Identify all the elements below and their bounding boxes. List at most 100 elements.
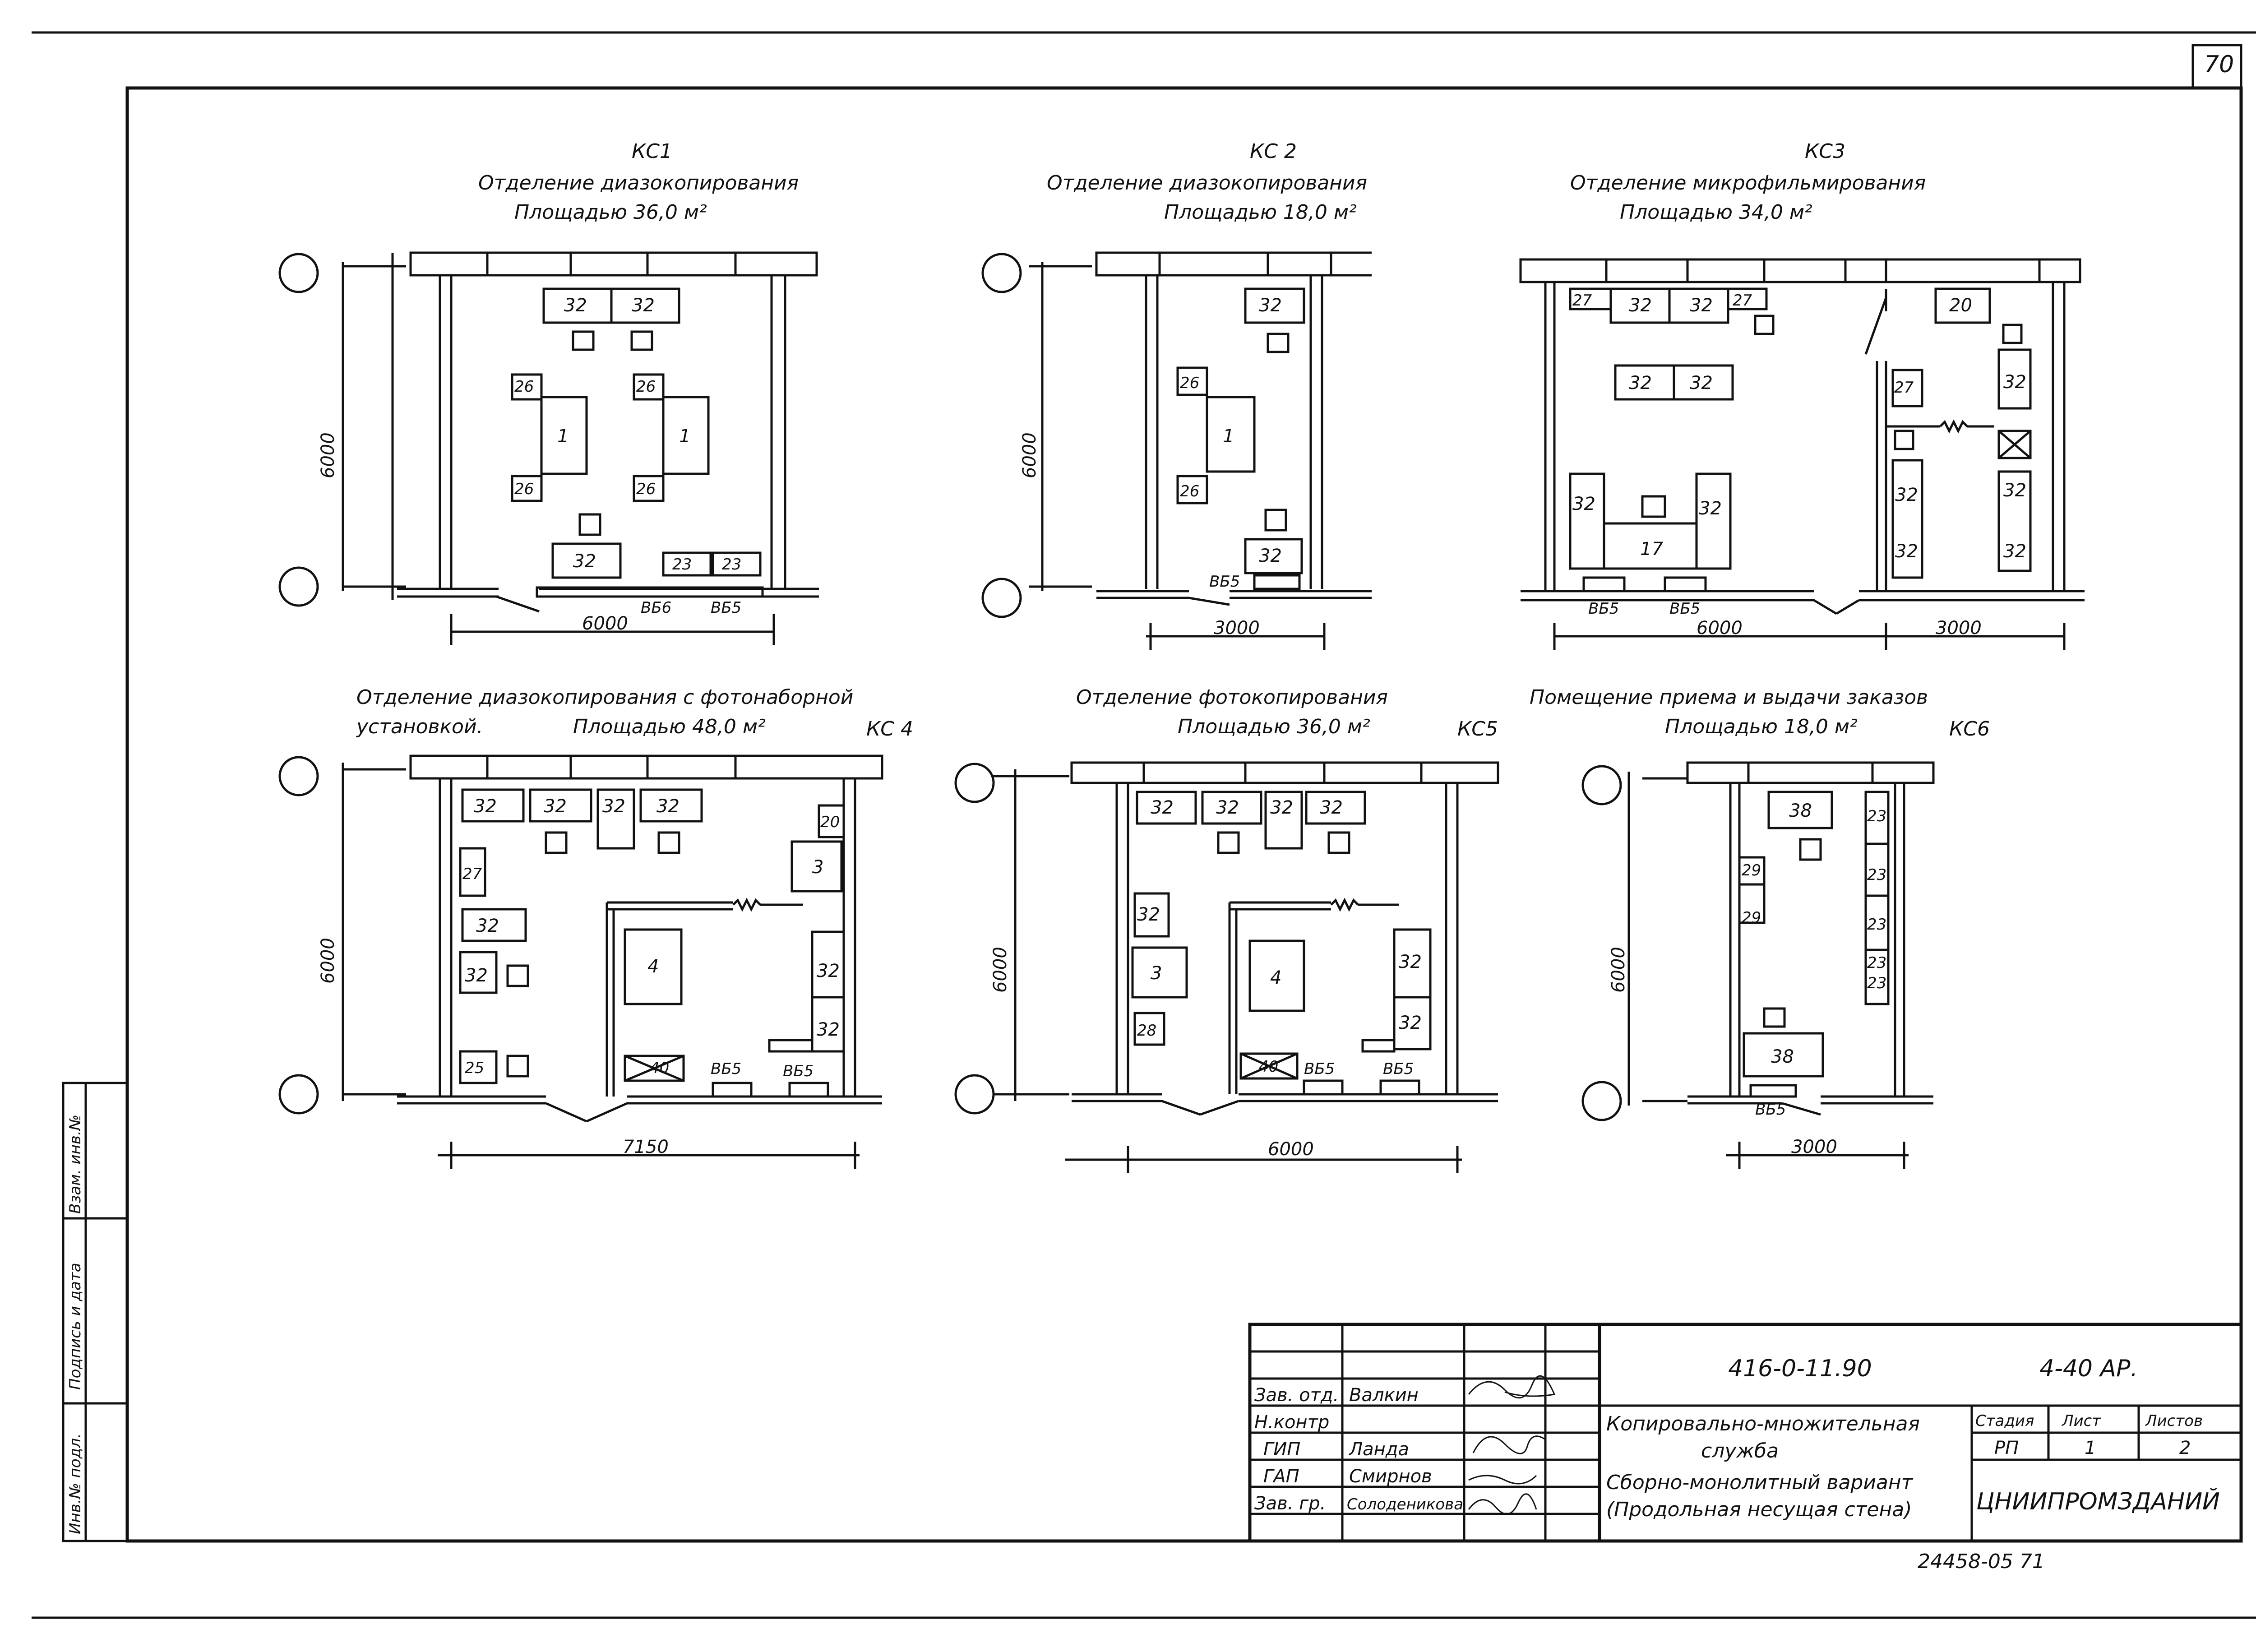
role-3: ГИП bbox=[1263, 1439, 1300, 1460]
kc2-item-b: 26 bbox=[1180, 374, 1199, 392]
kc6-item-c: 29 bbox=[1742, 861, 1761, 879]
kc1-item-f: 1 bbox=[679, 426, 690, 447]
kc5-item-g: 4 bbox=[1270, 967, 1281, 988]
kc4-item-l: 32 bbox=[817, 1019, 840, 1040]
sheet-header: Лист bbox=[2061, 1412, 2101, 1430]
kc5-item-d: 32 bbox=[1320, 797, 1343, 818]
side-stamp-inv: Инв.№ подл. bbox=[66, 1433, 84, 1534]
kc3-item-s: ВБ5 bbox=[1669, 600, 1700, 618]
plan-kc2: КС 2 Отделение диазокопирования Площадью… bbox=[981, 140, 1372, 650]
kc3-code: КС3 bbox=[1805, 140, 1845, 163]
kc3-area: Площадью 34,0 м² bbox=[1620, 201, 1812, 224]
kc2-name: Отделение диазокопирования bbox=[1047, 171, 1367, 194]
kc1-item-m: ВБ5 bbox=[711, 599, 741, 617]
kc1-area: Площадью 36,0 м² bbox=[514, 201, 707, 224]
plan-kc6: Помещение приема и выдачи заказов Площад… bbox=[1530, 686, 1990, 1169]
kc6-dim-h: 3000 bbox=[1791, 1137, 1837, 1157]
plan-kc4: Отделение диазокопирования с фотонаборно… bbox=[278, 686, 913, 1169]
kc6-item-d: 23 bbox=[1867, 866, 1886, 884]
kc3-item-m: 32 bbox=[1895, 485, 1918, 505]
kc1-item-b: 32 bbox=[632, 295, 655, 316]
title-line-3: Сборно-монолитный вариант bbox=[1606, 1471, 1914, 1494]
kc6-item-h: 23 bbox=[1867, 974, 1886, 992]
kc2-item-a: 32 bbox=[1259, 295, 1282, 316]
kc5-item-m: ВБ5 bbox=[1383, 1060, 1414, 1078]
kc3-item-e: 20 bbox=[1949, 295, 1972, 316]
kc2-item-c: 1 bbox=[1223, 426, 1234, 447]
kc5-item-i: 28 bbox=[1137, 1022, 1156, 1040]
sheet-number: 70 bbox=[2204, 51, 2234, 78]
kc3-dim-h2: 3000 bbox=[1936, 618, 1982, 639]
kc6-item-a: 38 bbox=[1789, 801, 1812, 821]
kc4-dim-h: 7150 bbox=[623, 1137, 669, 1157]
role-2: Н.контр bbox=[1254, 1412, 1329, 1433]
kc5-item-h: 32 bbox=[1399, 952, 1422, 972]
kc1-code: КС1 bbox=[632, 140, 672, 163]
kc5-item-c: 32 bbox=[1270, 797, 1293, 818]
kc4-area: Площадью 48,0 м² bbox=[573, 715, 766, 738]
kc4-item-h: 32 bbox=[476, 916, 499, 936]
kc2-item-d: 26 bbox=[1180, 482, 1199, 500]
title-line-4: (Продольная несущая стена) bbox=[1606, 1498, 1912, 1521]
side-stamp-sign: Подпись и дата bbox=[66, 1263, 84, 1390]
kc5-item-k: 40 bbox=[1259, 1058, 1278, 1076]
kc4-item-d: 32 bbox=[656, 796, 680, 817]
kc6-item-g: 23 bbox=[1867, 954, 1886, 972]
kc4-item-f: 27 bbox=[462, 865, 482, 883]
kc3-item-f: 32 bbox=[1629, 373, 1652, 393]
kc3-item-d: 27 bbox=[1733, 292, 1752, 310]
kc5-name: Отделение фотокопирования bbox=[1076, 686, 1388, 709]
role-5: Зав. гр. bbox=[1254, 1493, 1326, 1514]
kc3-item-b: 32 bbox=[1629, 295, 1652, 316]
kc5-area: Площадью 36,0 м² bbox=[1178, 715, 1370, 738]
kc1-item-g: 26 bbox=[514, 480, 534, 498]
kc2-area: Площадью 18,0 м² bbox=[1164, 201, 1357, 224]
kc4-item-n: 40 bbox=[650, 1059, 669, 1077]
kc2-dim-v: 6000 bbox=[1019, 432, 1040, 478]
kc1-item-i: 32 bbox=[573, 551, 596, 572]
kc1-dim-v: 6000 bbox=[318, 432, 338, 478]
kc1-dim-h: 6000 bbox=[582, 613, 628, 634]
stage-header: Стадия bbox=[1975, 1412, 2034, 1430]
kc4-item-o: ВБ5 bbox=[711, 1060, 741, 1078]
sheets-header: Листов bbox=[2145, 1412, 2203, 1430]
kc6-item-e: 29 bbox=[1742, 909, 1761, 927]
kc3-item-k: 32 bbox=[1699, 498, 1722, 519]
kc4-item-e: 20 bbox=[820, 813, 840, 831]
name-1: Валкин bbox=[1349, 1385, 1419, 1406]
kc5-item-b: 32 bbox=[1216, 797, 1239, 818]
kc5-dim-v: 6000 bbox=[990, 947, 1011, 993]
kc3-item-a: 27 bbox=[1572, 292, 1592, 310]
organization: ЦНИИПРОМЗДАНИЙ bbox=[1976, 1488, 2220, 1515]
name-5: Солоденикова bbox=[1347, 1495, 1463, 1513]
sheet-value: 1 bbox=[2085, 1438, 2096, 1458]
sheet-number-box bbox=[2191, 44, 2242, 89]
kc6-item-j: ВБ5 bbox=[1755, 1101, 1786, 1119]
kc1-item-d: 26 bbox=[636, 378, 656, 396]
side-stamp-labels: Инв.№ подл. Подпись и дата Взам. инв.№ bbox=[66, 1115, 84, 1534]
kc3-item-l: 17 bbox=[1640, 539, 1663, 560]
kc2-code: КС 2 bbox=[1250, 140, 1297, 163]
kc4-item-a: 32 bbox=[474, 796, 497, 817]
kc3-item-g: 32 bbox=[1690, 373, 1713, 393]
kc4-item-b: 32 bbox=[544, 796, 567, 817]
kc5-item-j: 32 bbox=[1399, 1013, 1422, 1033]
page-ref: 24458-05 71 bbox=[1918, 1550, 2045, 1573]
side-stamp-replace: Взам. инв.№ bbox=[66, 1115, 84, 1214]
kc5-code: КС5 bbox=[1457, 717, 1498, 740]
kc1-item-k: 23 bbox=[722, 555, 741, 574]
kc5-item-f: 3 bbox=[1151, 963, 1162, 984]
kc1-item-e: 1 bbox=[557, 426, 569, 447]
kc4-item-g: 3 bbox=[812, 857, 823, 878]
kc3-dim-h1: 6000 bbox=[1697, 618, 1743, 639]
doc-code: 416-0-11.90 bbox=[1728, 1355, 1872, 1382]
title-line-1: Копировально-множительная bbox=[1606, 1412, 1920, 1435]
kc6-name: Помещение приема и выдачи заказов bbox=[1530, 686, 1928, 709]
stage-value: РП bbox=[1994, 1438, 2019, 1458]
kc1-item-j: 23 bbox=[672, 555, 692, 574]
kc3-item-j: 32 bbox=[1572, 494, 1595, 514]
kc4-item-c: 32 bbox=[602, 796, 625, 817]
kc4-item-j: 32 bbox=[465, 965, 488, 986]
kc1-item-l: ВБ6 bbox=[641, 599, 671, 617]
name-4: Смирнов bbox=[1349, 1466, 1432, 1487]
